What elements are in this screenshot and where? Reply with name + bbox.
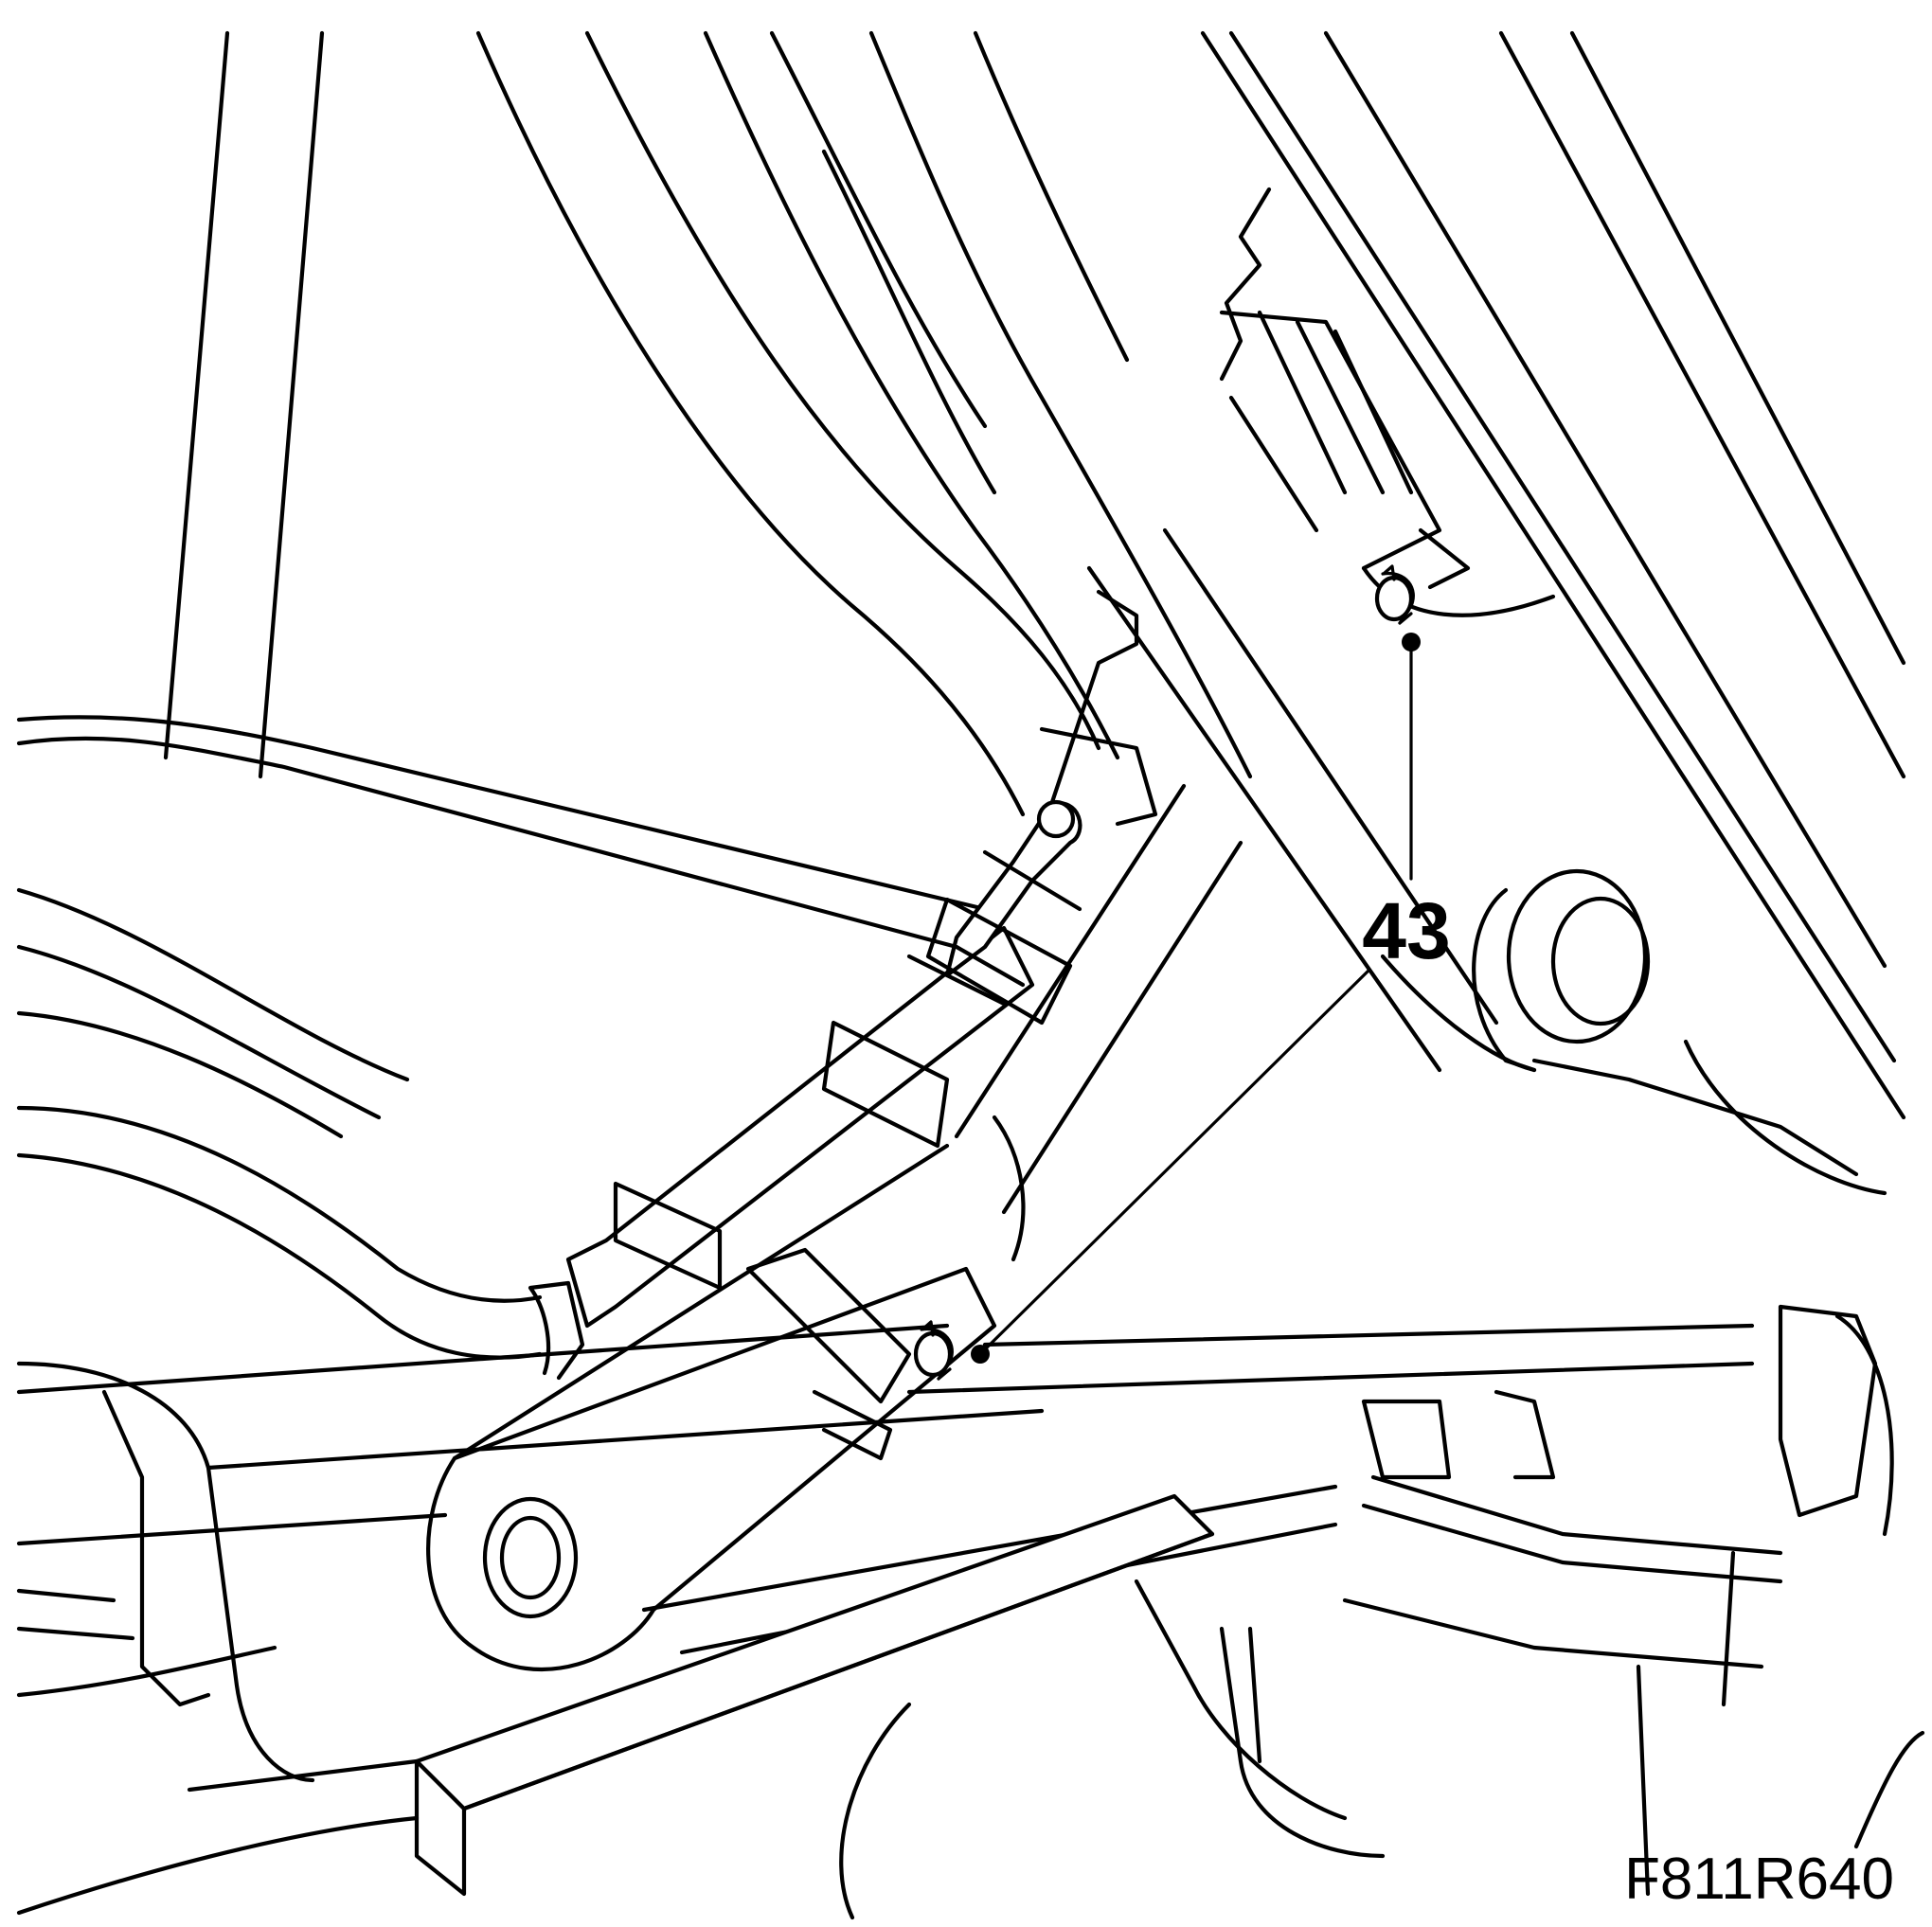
upper-link-arm <box>613 589 1158 1461</box>
upper-leader-dot <box>1402 633 1421 651</box>
lower-bolt-icon <box>913 1320 954 1381</box>
figure-id: F811R640 <box>1624 1847 1894 1912</box>
right-frame-edges <box>1200 30 1906 1120</box>
lower-left-bracket <box>16 1361 420 1793</box>
curved-body-panels <box>475 30 1253 817</box>
angle-plate <box>414 1493 1215 1897</box>
callout-43-leaders <box>971 633 1421 1364</box>
upper-bolt-icon <box>1374 564 1415 625</box>
shock-absorber <box>1219 187 1556 617</box>
knuckle-brackets <box>1342 1304 1894 1707</box>
lower-leader-dot <box>971 1345 990 1364</box>
floor-curves <box>16 1579 1925 1920</box>
stabilizer-bar <box>16 1105 585 1381</box>
lower-control-arm <box>426 925 1035 1672</box>
callout-43-label: 43 <box>1362 886 1450 975</box>
diagonal-strut <box>954 527 1499 1215</box>
wheel-hub-bushing <box>1380 868 1887 1196</box>
left-pillars <box>163 30 325 779</box>
cross-beam <box>16 715 988 1139</box>
